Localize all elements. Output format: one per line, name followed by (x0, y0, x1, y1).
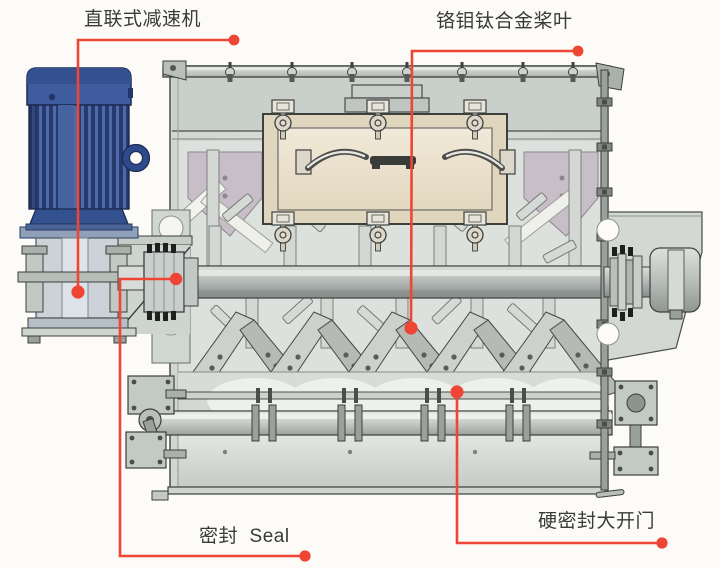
inspection-door (262, 99, 516, 252)
motor-lifting-eye (121, 143, 151, 173)
callout-dot-door-part (450, 385, 464, 399)
motor-cap (26, 67, 133, 106)
lower-panel (151, 433, 625, 501)
agitator-shaft (183, 265, 609, 299)
callout-dot-reducer-label (228, 34, 240, 46)
callout-label-reducer: 直联式减速机 (84, 9, 202, 30)
callout-dot-seal-part (169, 272, 183, 286)
callout-line-seal (118, 277, 305, 558)
door-lever-right (442, 148, 516, 175)
shaft-seal-flange (143, 243, 199, 321)
door-handle (370, 156, 416, 169)
callout-dot-door-label (656, 537, 668, 549)
door-lever-left (295, 148, 369, 175)
callout-line-door (455, 392, 662, 545)
bottom-door-shaft (149, 404, 613, 442)
callout-dot-blades-label (572, 45, 584, 57)
right-door-actuator (589, 380, 659, 476)
callout-label-door: 硬密封大开门 (538, 511, 656, 532)
callout-line-blades (409, 49, 578, 329)
callout-label-blades: 铬钼钛合金桨叶 (436, 11, 573, 32)
right-bearing-assembly (596, 211, 703, 361)
callout-dot-seal-label (299, 550, 311, 562)
callout-dot-blades-part (404, 321, 418, 335)
callout-label-seal: 密封 Seal (199, 526, 290, 547)
callout-dot-reducer-part (71, 285, 85, 299)
left-door-crank (125, 375, 187, 469)
callout-line-reducer (76, 38, 234, 292)
